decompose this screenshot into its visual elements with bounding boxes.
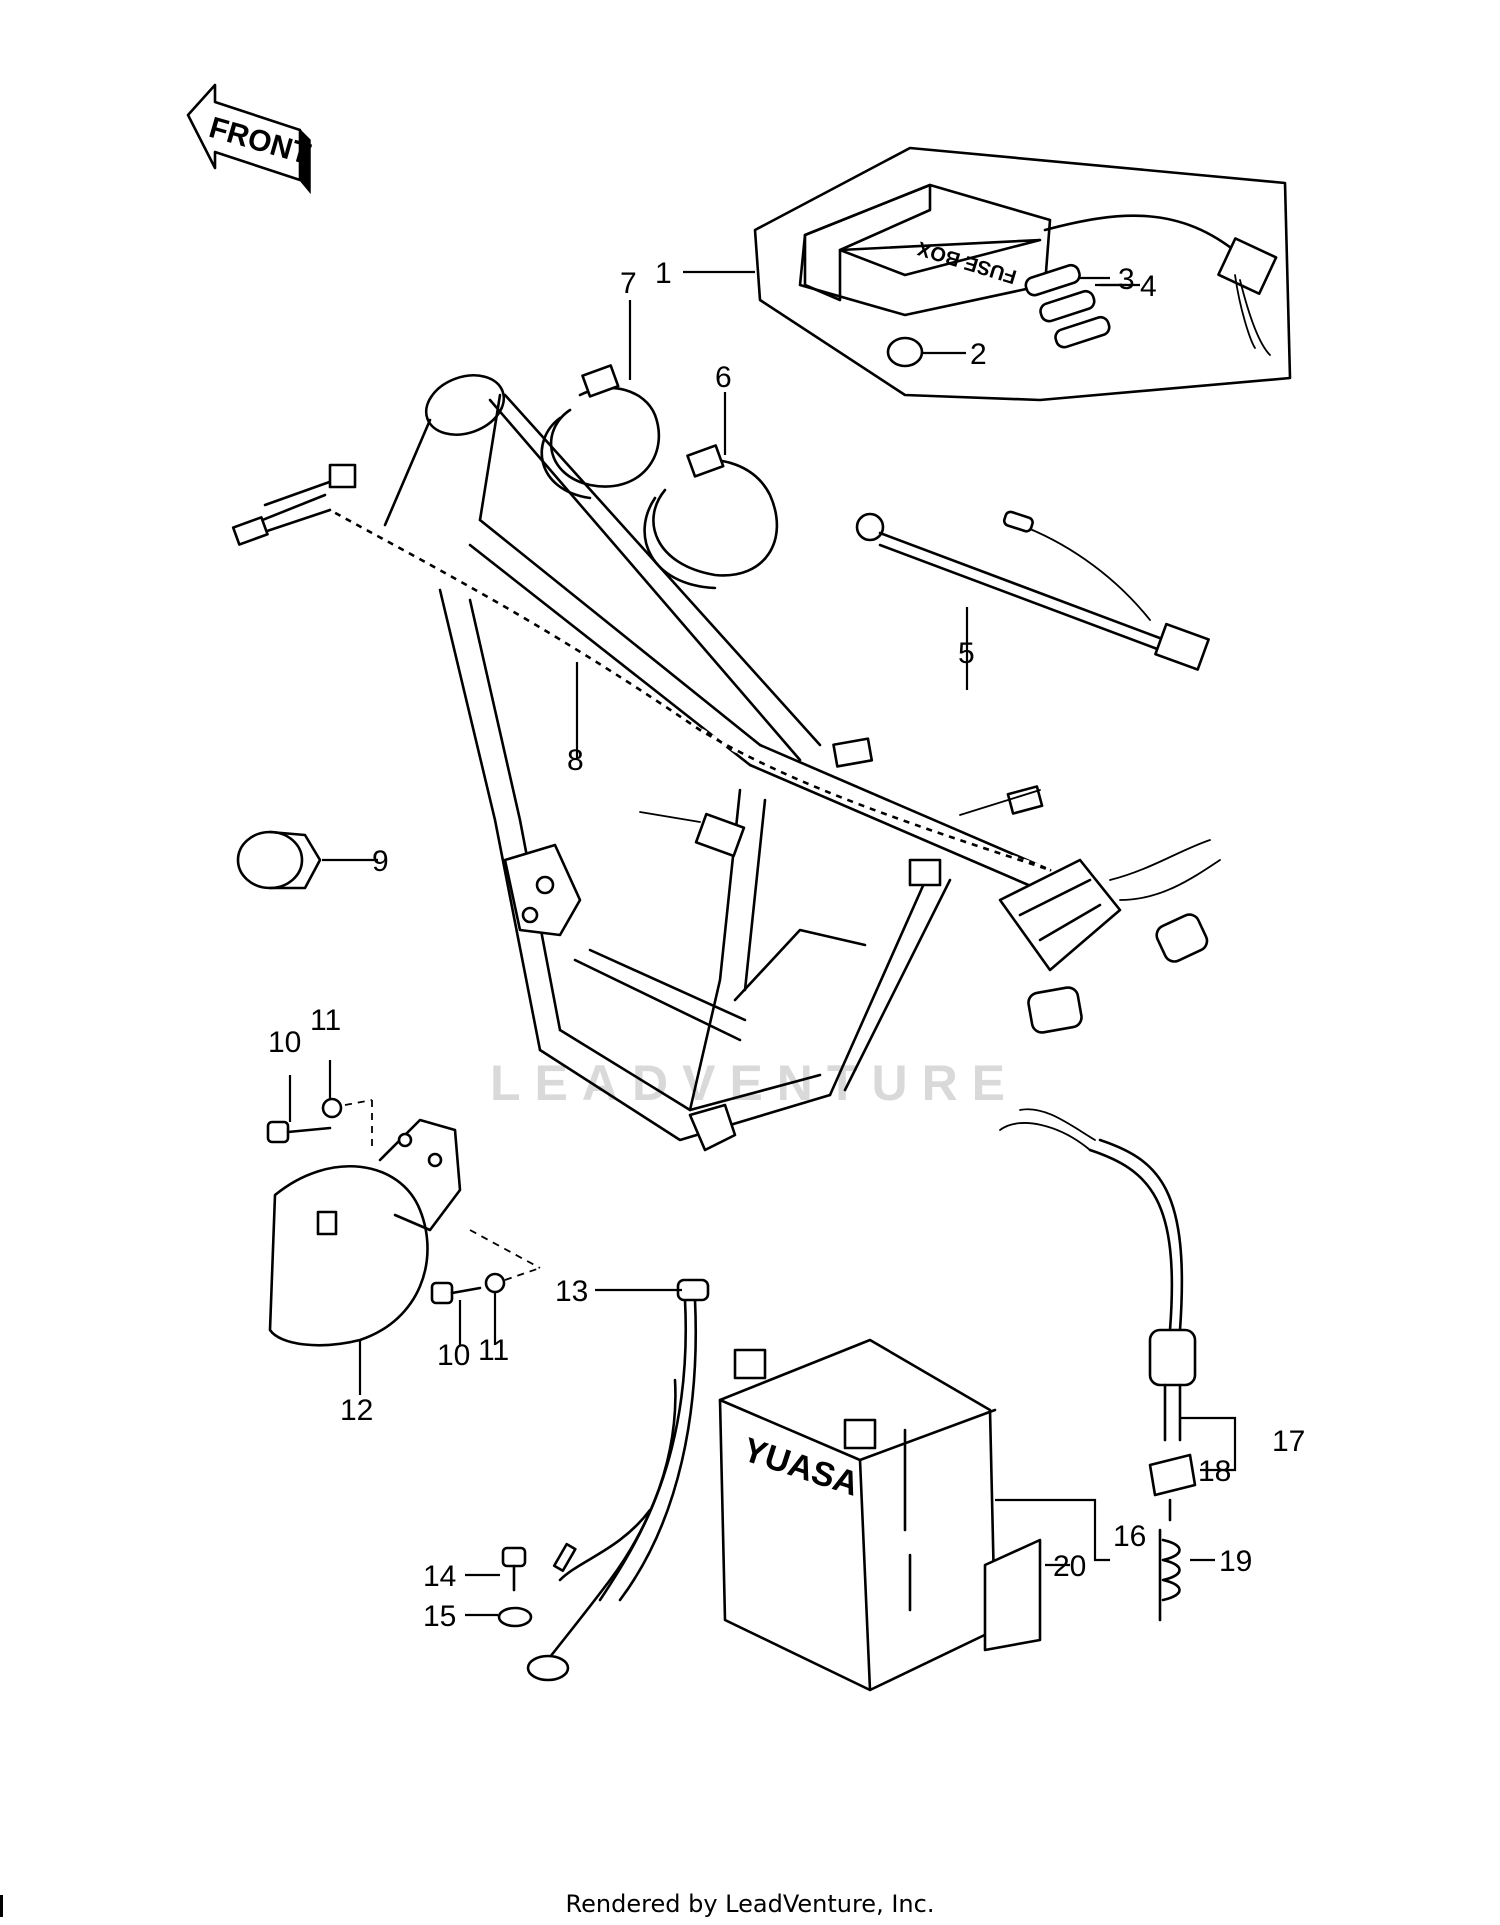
breather-assembly	[999, 1108, 1197, 1622]
callout-14: 14	[423, 1560, 456, 1593]
callout-10a: 10	[268, 1026, 301, 1059]
fuse-cap	[886, 336, 924, 368]
callout-17: 17	[1272, 1425, 1305, 1458]
battery-lead	[855, 510, 1210, 671]
callout-6: 6	[715, 361, 732, 394]
horn	[266, 1097, 541, 1347]
callouts: 1 2 3 4 5 6 7 8 9 10 11 10 11 12 13 14 1…	[268, 257, 1305, 1633]
fuse-box-group: FUSE BOX	[753, 146, 1292, 402]
watermark: LEADVENTURE	[490, 1055, 1019, 1111]
fuse-4b	[1054, 315, 1111, 349]
band-clamp-6	[643, 444, 779, 590]
callout-19: 19	[1219, 1545, 1252, 1578]
watermark-text: LEADVENTURE	[490, 1055, 1019, 1111]
callout-18: 18	[1198, 1455, 1231, 1488]
relay	[236, 830, 322, 890]
callout-12: 12	[340, 1394, 373, 1427]
footer-credit: Rendered by LeadVenture, Inc.	[565, 1890, 935, 1918]
band-clamp-7	[540, 364, 661, 500]
callout-9: 9	[372, 845, 389, 878]
callout-16: 16	[1113, 1520, 1146, 1553]
fuse-3	[1024, 263, 1081, 297]
callout-15: 15	[423, 1600, 456, 1633]
callout-1: 1	[655, 257, 672, 290]
fuse-box-connector	[1217, 237, 1278, 295]
callout-7: 7	[620, 267, 637, 300]
callout-3: 3	[1118, 263, 1135, 296]
frame-and-harness	[231, 374, 1221, 1152]
callout-11b: 11	[478, 1334, 509, 1367]
edge-mark	[0, 1895, 3, 1917]
callout-13: 13	[555, 1275, 588, 1308]
callout-20: 20	[1053, 1550, 1086, 1583]
fuse-4a	[1039, 289, 1096, 323]
callout-2: 2	[970, 338, 987, 371]
callout-8: 8	[567, 744, 584, 777]
callout-11a: 11	[310, 1004, 341, 1037]
battery: YUASA	[718, 1338, 1042, 1692]
callout-10b: 10	[437, 1339, 470, 1372]
leader-lines	[288, 270, 1237, 1617]
battery-cable	[497, 1278, 710, 1682]
callout-5: 5	[958, 637, 975, 670]
front-arrow-icon: FRONT	[186, 83, 314, 195]
callout-4: 4	[1140, 270, 1157, 303]
